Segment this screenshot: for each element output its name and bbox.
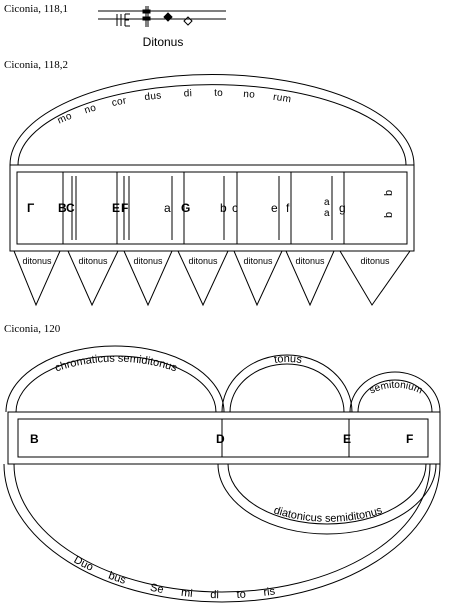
- note-c-small: c: [232, 201, 238, 215]
- caption-ciconia-120: Ciconia, 120: [4, 323, 61, 335]
- syllable: to: [214, 88, 223, 99]
- note-g: G: [181, 201, 190, 215]
- interval-label: ditonus: [133, 256, 163, 266]
- note-f: F: [406, 432, 413, 446]
- syllable: rum: [272, 92, 292, 106]
- note-e: E: [112, 201, 120, 215]
- arc-text-path: chromaticus semiditonus: [53, 353, 179, 375]
- syllable: mo: [56, 111, 74, 127]
- note-a-small-lower: a: [324, 208, 330, 219]
- interval-label: ditonus: [78, 256, 108, 266]
- note-b: B: [58, 201, 67, 215]
- caption-ciconia-118-1: Ciconia, 118,1: [4, 3, 69, 15]
- syllable: no: [83, 102, 97, 116]
- note-b-rotated-upper: b: [383, 190, 395, 196]
- note-gamma: Γ: [27, 201, 35, 215]
- syllable: no: [243, 89, 256, 101]
- interval-label: ditonus: [295, 256, 325, 266]
- arc-text-diatonicus: diatonicus semiditonus: [272, 504, 384, 525]
- arc-text-path: semitonium: [368, 380, 424, 397]
- interval-label: ditonus: [22, 256, 52, 266]
- syllable: dus: [144, 90, 162, 103]
- note-b-small: b: [220, 201, 227, 215]
- note-f: F: [121, 201, 128, 215]
- interval-label: ditonus: [360, 256, 390, 266]
- note-e: E: [343, 432, 351, 446]
- note-letters-3: B D E F: [30, 432, 413, 446]
- arc-text-tonus: tonus: [273, 353, 303, 366]
- caption-ciconia-118-2: Ciconia, 118,2: [4, 59, 69, 71]
- syllable: Se: [149, 582, 164, 596]
- syllable: di: [184, 88, 193, 99]
- arc-text-path: tonus: [273, 353, 303, 366]
- note-f-small: f: [286, 201, 290, 215]
- syllable: mi: [180, 587, 193, 600]
- interval-label: ditonus: [188, 256, 218, 266]
- syllable: bus: [107, 570, 128, 587]
- note-g-small: g: [339, 201, 346, 215]
- ditonus-triangles: [13, 250, 411, 307]
- note-a: a: [164, 201, 171, 215]
- note-c: C: [66, 201, 75, 215]
- note-b-rotated-lower: b: [383, 212, 395, 218]
- note-letters: Γ B C E F a G b c e f a a g b b: [27, 190, 395, 219]
- division-lines: [62, 172, 345, 244]
- note-e-small: e: [271, 201, 278, 215]
- figure-1: Ditonus: [98, 6, 226, 49]
- upper-arcs: [5, 345, 441, 413]
- arc-text-chromaticus: chromaticus semiditonus: [53, 353, 179, 375]
- syllable: ris: [263, 585, 277, 598]
- lower-arcs: [3, 463, 441, 603]
- monochord-frame: [9, 164, 415, 252]
- note-d: D: [216, 432, 225, 446]
- note-b: B: [30, 432, 39, 446]
- staff-lines: [98, 10, 226, 20]
- syllable: to: [236, 589, 246, 601]
- arc-text-semitonium: semitonium: [368, 380, 424, 397]
- ditonus-labels: ditonus ditonus ditonus ditonus ditonus …: [22, 256, 390, 266]
- figure-3: chromaticus semiditonus tonus semitonium…: [3, 345, 441, 603]
- arc-text-path: diatonicus semiditonus: [272, 504, 384, 525]
- monochord-frame-3: [7, 411, 441, 465]
- arc-band: [9, 74, 415, 166]
- neume-group: [116, 6, 193, 27]
- interval-label: ditonus: [243, 256, 273, 266]
- ditonus-label: Ditonus: [143, 35, 184, 49]
- syllable: cor: [111, 95, 128, 109]
- syllable: di: [210, 589, 219, 601]
- note-a-small-upper: a: [324, 197, 330, 208]
